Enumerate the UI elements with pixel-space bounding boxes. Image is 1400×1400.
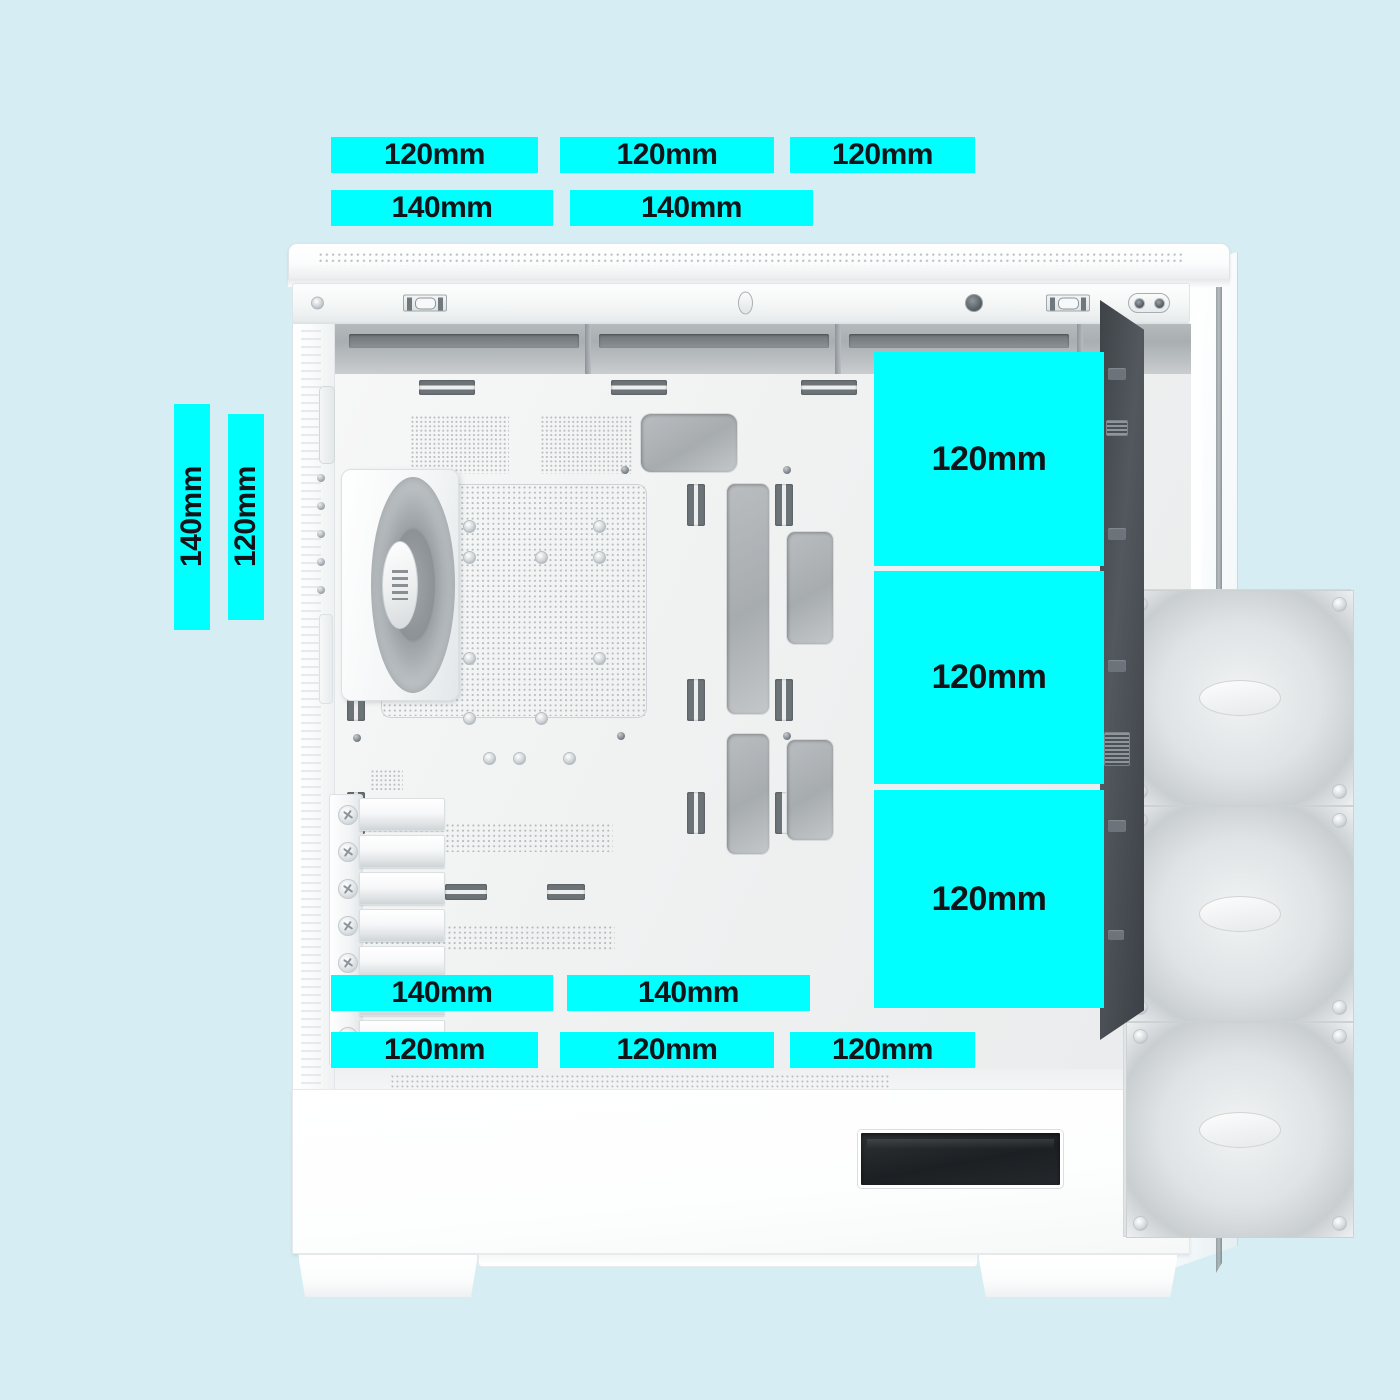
usb-port-icon[interactable] <box>403 294 447 312</box>
base-notch <box>478 1254 978 1267</box>
side-fan-mount-stack <box>1123 589 1354 1238</box>
rear-screw-dots <box>317 474 326 594</box>
side-block-120-top: 120mm <box>874 352 1104 566</box>
label-top-120-center: 120mm <box>560 137 774 173</box>
label-rear-140-vertical: 140mm <box>174 404 210 630</box>
label-bottom-120-right: 120mm <box>790 1032 975 1068</box>
screw-icon <box>311 296 324 310</box>
rear-panel-strip <box>293 324 335 1154</box>
right-inner-wall <box>1100 300 1144 1040</box>
label-rear-120-vertical: 120mm <box>228 414 264 620</box>
audio-jack-icon[interactable] <box>965 294 983 312</box>
label-top-120-right: 120mm <box>790 137 975 173</box>
top-io-panel <box>292 283 1190 323</box>
psu-shroud <box>292 1089 1190 1254</box>
label-top-140-center: 140mm <box>570 190 813 226</box>
side-fan <box>1126 590 1354 806</box>
label-top-120-left: 120mm <box>331 137 538 173</box>
side-block-120-middle: 120mm <box>874 571 1104 784</box>
rear-exhaust-fan <box>341 469 459 701</box>
label-top-140-left: 140mm <box>331 190 553 226</box>
label-bottom-140-left: 140mm <box>331 975 553 1011</box>
psu-vent-window <box>858 1130 1063 1188</box>
side-fan <box>1126 806 1354 1022</box>
pci-slot-bracket <box>329 794 447 1066</box>
side-fan <box>1126 1022 1354 1238</box>
label-bottom-120-left: 120mm <box>331 1032 538 1068</box>
dual-audio-jack-icon[interactable] <box>1128 293 1170 313</box>
side-block-120-bottom: 120mm <box>874 790 1104 1008</box>
case-foot <box>978 1254 1178 1298</box>
top-mesh-cover <box>288 243 1230 281</box>
usb-port-icon[interactable] <box>1046 294 1090 312</box>
label-bottom-140-center: 140mm <box>567 975 810 1011</box>
case-foot <box>298 1254 478 1298</box>
label-bottom-120-center: 120mm <box>560 1032 774 1068</box>
power-button-icon[interactable] <box>738 291 753 315</box>
